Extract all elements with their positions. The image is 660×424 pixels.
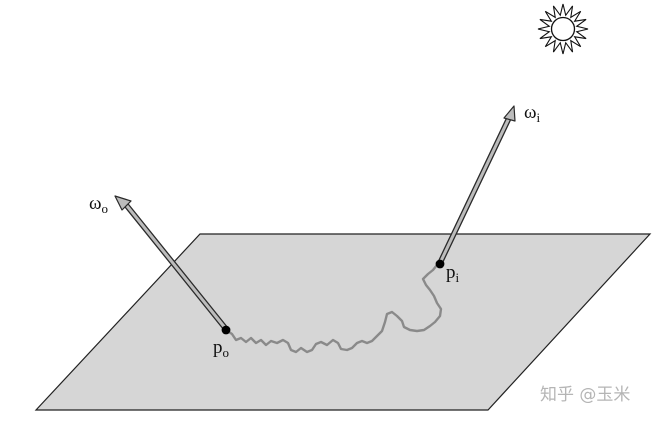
subsurface-path: [224, 263, 443, 354]
point-p-i: [435, 259, 445, 269]
sun-icon: [537, 3, 589, 55]
surface-plane: [34, 233, 652, 411]
label-p-o: po: [213, 337, 229, 360]
point-p-o: [221, 325, 231, 335]
omega-o-arrow: [114, 195, 229, 332]
omega-i-arrow: [437, 105, 516, 266]
label-omega-i: ωi: [524, 102, 541, 125]
label-omega-o: ωo: [89, 193, 108, 216]
label-p-i: pi: [446, 262, 460, 285]
watermark-text: 知乎 @玉米: [540, 385, 630, 405]
